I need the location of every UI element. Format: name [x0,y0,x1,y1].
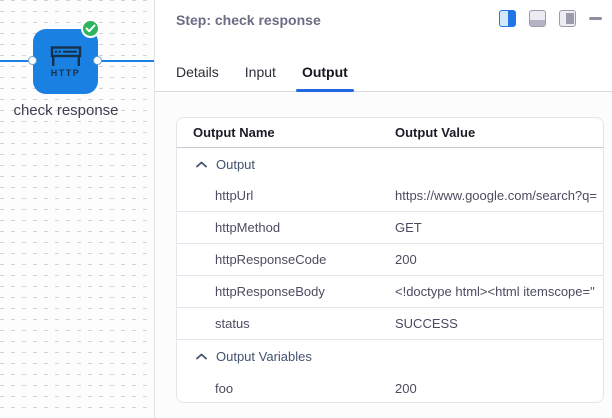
output-name: httpUrl [215,188,254,203]
output-port[interactable] [93,56,102,65]
table-header-row: Output Name Output Value [177,118,603,148]
panel-inset-layout-icon[interactable] [559,10,576,27]
output-name: foo [215,380,234,396]
active-tab-underline [295,89,354,92]
tab-output[interactable]: Output [295,64,354,92]
group-row-output-variables[interactable]: Output Variables [177,340,603,372]
table-row: foo 200 [177,372,603,402]
output-tab-content: Output Name Output Value Output httpUrl … [155,92,612,418]
group-label: Output Variables [216,348,312,364]
table-row: httpResponseBody <!doctype html><html it… [177,276,603,308]
output-value: 200 [395,380,417,396]
output-value: SUCCESS [395,316,458,331]
table-row: httpUrl https://www.google.com/search?q= [177,180,603,212]
output-value: <!doctype html><html itemscope=" [395,284,595,299]
browser-window-icon [50,45,81,66]
panel-layout-controls [499,10,602,27]
output-value: GET [395,220,422,235]
table-row: httpResponseCode 200 [177,244,603,276]
panel-tabs: Details Input Output [155,42,612,92]
panel-bottom-layout-icon[interactable] [529,10,546,27]
http-step-node[interactable]: HTTP [33,29,98,94]
node-type-label: HTTP [50,67,81,78]
group-row-output[interactable]: Output [177,148,603,180]
output-name: httpResponseCode [215,252,327,267]
column-header-name: Output Name [193,125,275,140]
node-name-label: check response [13,102,119,119]
group-label: Output [216,156,256,172]
table-row: httpMethod GET [177,212,603,244]
column-header-value: Output Value [395,125,476,140]
workflow-canvas[interactable]: HTTP check response [0,0,154,418]
panel-title: Step: check response [176,12,321,28]
tab-input[interactable]: Input [244,64,276,80]
check-icon [85,24,96,33]
panel-right-layout-icon[interactable] [499,10,516,27]
output-name: httpMethod [215,220,281,235]
output-value: 200 [395,252,417,267]
chevron-up-icon[interactable] [196,161,207,168]
output-name: httpResponseBody [215,284,325,299]
output-value: https://www.google.com/search?q= [395,188,597,203]
panel-inset-fill [565,13,574,24]
output-name: status [215,316,250,331]
output-table: Output Name Output Value Output httpUrl … [176,117,604,403]
panel-header: Step: check response [155,0,612,42]
input-port[interactable] [28,56,37,65]
success-check-badge [81,19,100,38]
step-properties-panel: Step: check response Details Input Outpu… [154,0,612,418]
tab-details[interactable]: Details [176,64,219,80]
panel-bottom-fill [530,19,545,26]
chevron-up-icon[interactable] [196,353,207,360]
table-row: status SUCCESS [177,308,603,340]
tab-output-label: Output [301,64,348,80]
panel-right-fill [507,11,515,26]
minimize-panel-icon[interactable] [589,17,602,20]
